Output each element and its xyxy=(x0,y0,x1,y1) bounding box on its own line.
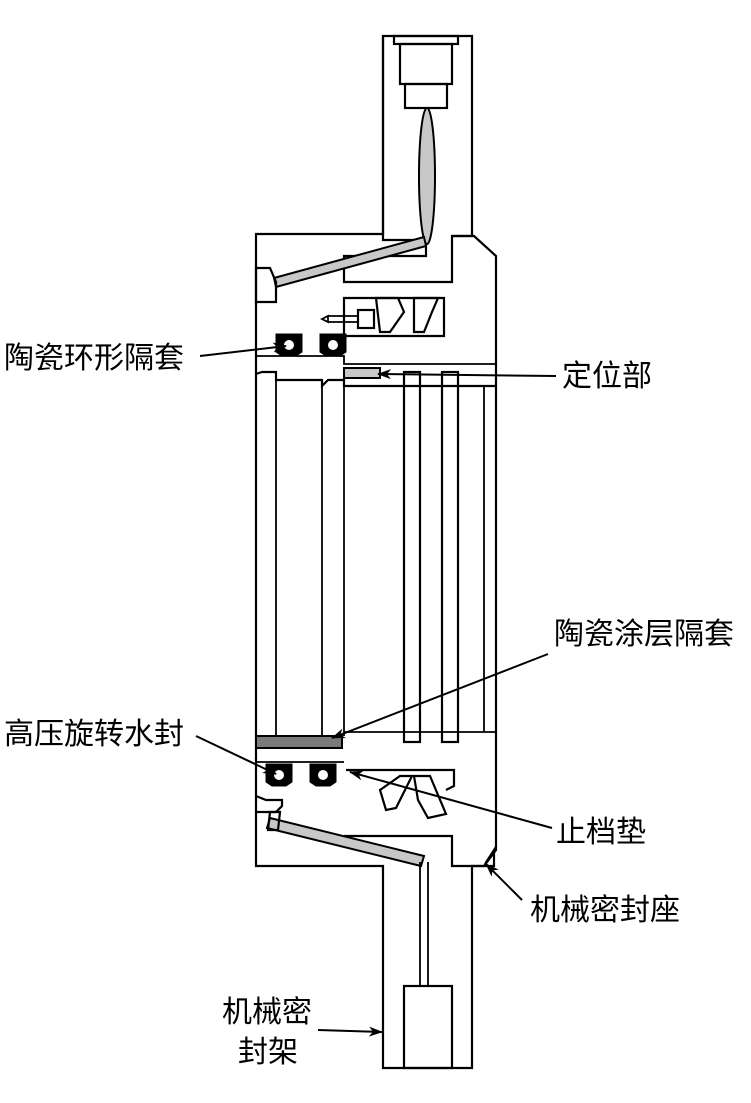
leader-ceramic-ring-sleeve xyxy=(199,342,287,357)
label-mechanical-seal-frame-line2: 封架 xyxy=(238,1035,298,1070)
lower-impeller-frame xyxy=(346,768,456,791)
positioning-part-bar xyxy=(343,367,381,379)
upper-shelf-profile xyxy=(255,370,496,389)
lower-rotary-seal-left xyxy=(265,763,293,787)
label-positioning-part: 定位部 xyxy=(562,359,652,394)
leader-high-pressure-rotary-seal xyxy=(195,735,277,775)
label-ceramic-coating-sleeve: 陶瓷涂层隔套 xyxy=(554,617,734,652)
lower-impeller-blade-right xyxy=(412,774,448,820)
leader-mechanical-seal-frame xyxy=(317,1026,383,1037)
top-cap-outer xyxy=(392,34,460,46)
upper-diagonal-rod xyxy=(272,235,428,289)
upper-housing-left xyxy=(254,36,496,1070)
right-tube-1 xyxy=(402,370,422,744)
leader-mechanical-seal-seat xyxy=(485,863,523,901)
lower-frame-block xyxy=(402,984,454,1070)
upper-impeller-blade-left xyxy=(374,296,406,334)
label-high-pressure-rotary-seal: 高压旋转水封 xyxy=(4,717,184,752)
leader-ceramic-coating-sleeve xyxy=(331,653,549,739)
upper-ceramic-ring-sleeve-left xyxy=(275,333,303,357)
label-ceramic-ring-sleeve: 陶瓷环形隔套 xyxy=(4,341,184,376)
upper-small-box xyxy=(356,308,376,330)
top-cap-lower xyxy=(403,82,449,110)
ceramic-coating-sleeve-bar xyxy=(255,735,343,749)
lower-left-wedge xyxy=(266,810,282,832)
label-mechanical-seal-frame-line1: 机械密 xyxy=(222,995,312,1030)
upper-seal-line xyxy=(256,355,496,365)
lower-diagonal-rod xyxy=(265,816,426,868)
upper-grey-ellipse xyxy=(418,107,436,245)
lower-impeller-blade-left xyxy=(378,774,414,812)
label-stop-pad: 止档垫 xyxy=(556,815,646,850)
lower-rotary-seal-right xyxy=(309,763,337,787)
top-cap-body xyxy=(398,42,454,86)
upper-ceramic-ring-sleeve-right xyxy=(319,333,347,357)
upper-left-wedge xyxy=(254,266,278,304)
lower-left-step xyxy=(255,794,284,814)
leader-stop-pad xyxy=(349,770,553,829)
upper-impeller-blade-right xyxy=(412,296,440,334)
lower-stem xyxy=(419,862,429,986)
upper-pin xyxy=(319,314,358,324)
right-tube-2 xyxy=(440,370,460,744)
leader-positioning-part xyxy=(377,369,557,380)
seal-seat-outline xyxy=(344,234,498,868)
upper-impeller-frame xyxy=(342,296,446,338)
label-mechanical-seal-seat: 机械密封座 xyxy=(530,893,680,928)
